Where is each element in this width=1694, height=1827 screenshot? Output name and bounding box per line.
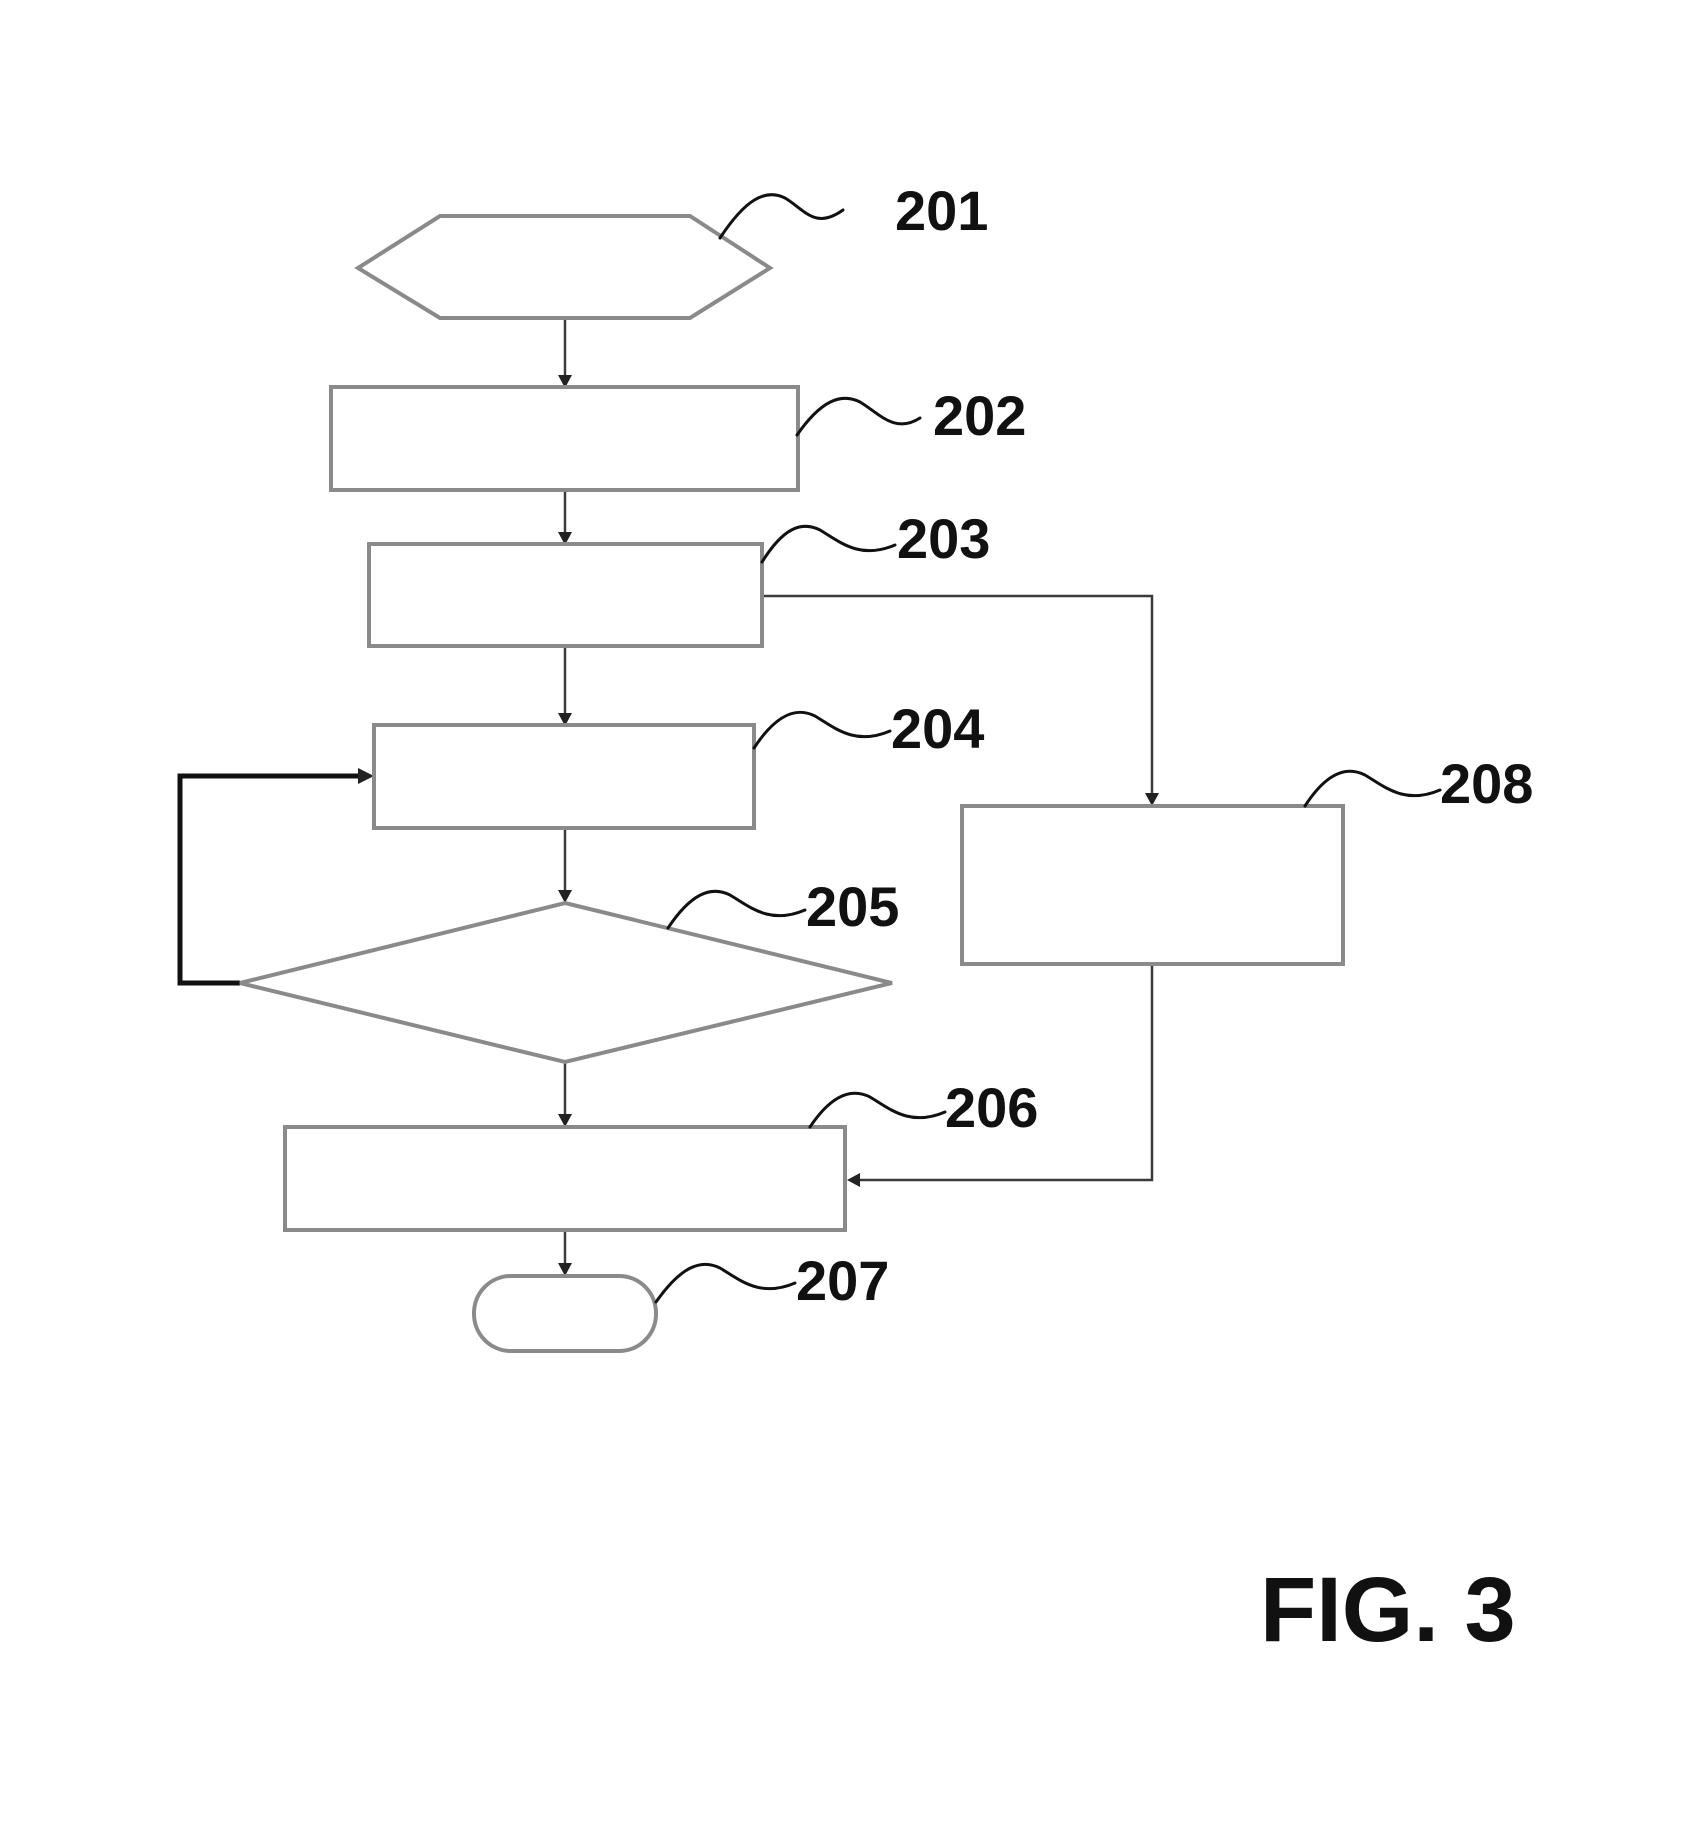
ref-label-207: 207 — [796, 1249, 889, 1312]
step-208-box — [960, 804, 1345, 966]
leader-201 — [718, 193, 845, 240]
connector-203-208 — [762, 594, 1154, 795]
ref-label-203: 203 — [897, 507, 990, 570]
step-204-box — [372, 723, 756, 830]
ref-label-201: 201 — [895, 179, 988, 242]
ref-label-205: 205 — [806, 875, 899, 938]
arrowhead-204-loop — [358, 768, 374, 784]
connectors — [177, 318, 1159, 1276]
step-201-hexagon — [354, 214, 774, 320]
figure-label: FIG. 3 — [1260, 1559, 1516, 1661]
arrowhead-208 — [1145, 793, 1159, 806]
reference-labels: 201 202 203 204 205 206 207 208 — [796, 179, 1533, 1312]
leader-205 — [666, 889, 807, 930]
step-207-terminator — [472, 1274, 658, 1353]
step-202-box — [329, 385, 800, 492]
step-206-box — [283, 1125, 847, 1232]
step-203-box — [367, 542, 764, 648]
connector-208-206 — [860, 964, 1154, 1182]
arrowhead-205 — [558, 890, 572, 903]
arrowhead-204 — [558, 713, 572, 726]
leader-202 — [795, 396, 922, 437]
leader-204 — [752, 710, 892, 750]
ref-label-206: 206 — [945, 1076, 1038, 1139]
ref-label-204: 204 — [891, 697, 984, 760]
shapes — [239, 214, 1345, 1353]
ref-label-202: 202 — [933, 384, 1026, 447]
leader-203 — [760, 524, 897, 564]
step-205-diamond — [239, 900, 893, 1065]
arrowhead-206-side — [847, 1173, 860, 1187]
ref-label-208: 208 — [1440, 752, 1533, 815]
arrowhead-202 — [558, 375, 572, 388]
leader-208 — [1303, 769, 1442, 808]
arrowhead-203 — [558, 532, 572, 545]
leader-206 — [808, 1091, 947, 1129]
loop-205-204 — [177, 773, 360, 986]
arrowhead-207 — [558, 1263, 572, 1276]
leader-lines — [654, 193, 1442, 1304]
arrowhead-206 — [558, 1114, 572, 1127]
leader-207 — [654, 1262, 797, 1304]
